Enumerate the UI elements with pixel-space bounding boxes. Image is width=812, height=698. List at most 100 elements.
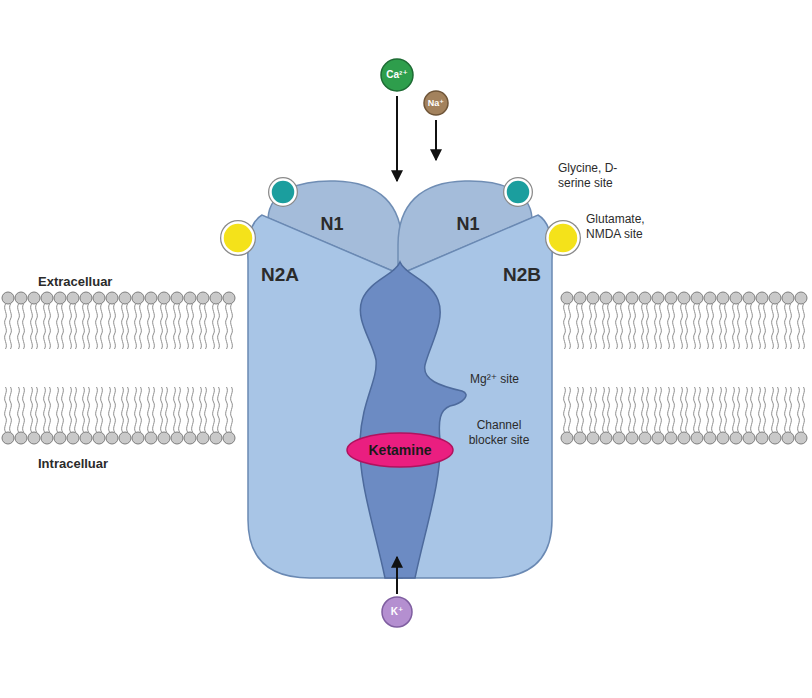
node-shape: [424, 91, 448, 115]
lipid-tail: [57, 387, 59, 432]
lipid-head: [704, 292, 716, 304]
lipid-tail: [231, 387, 233, 432]
lipid-tail: [205, 387, 207, 432]
lipid-tail: [738, 387, 740, 432]
lipid-tail: [114, 387, 116, 432]
lipid-tail: [101, 304, 103, 349]
lipid-tail: [192, 387, 194, 432]
lipid-head: [756, 292, 768, 304]
lipid-head: [782, 432, 794, 444]
lipid-tail: [590, 304, 592, 349]
lipid-head: [587, 292, 599, 304]
lipid-tail: [161, 304, 163, 349]
lipid-tail: [218, 387, 220, 432]
lipid-head: [80, 292, 92, 304]
lipid-head: [587, 432, 599, 444]
lipid-head: [756, 432, 768, 444]
lipid-head: [210, 432, 222, 444]
lipid-head: [743, 292, 755, 304]
lipid-tail: [608, 304, 610, 349]
lipid-head: [561, 292, 573, 304]
lipid-tail: [673, 387, 675, 432]
lipid-head: [626, 432, 638, 444]
lipid-tail: [226, 387, 228, 432]
lipid-head: [80, 432, 92, 444]
lipid-tail: [49, 387, 51, 432]
sodium-influx-arrow: [435, 120, 437, 160]
lipid-tail: [772, 387, 774, 432]
lipid-head: [795, 292, 807, 304]
lipid-head: [54, 432, 66, 444]
lipid-tail: [96, 304, 98, 349]
lipid-head: [132, 292, 144, 304]
lipid-tail: [590, 387, 592, 432]
lipid-tail: [699, 304, 701, 349]
lipid-tail: [564, 304, 566, 349]
lipid-head: [28, 432, 40, 444]
lipid-tail: [44, 304, 46, 349]
lipid-tail: [135, 387, 137, 432]
lipid-tail: [23, 304, 25, 349]
glycine-site: [506, 180, 531, 205]
lipid-tail: [608, 387, 610, 432]
lipid-tail: [634, 387, 636, 432]
lipid-head: [717, 432, 729, 444]
lipid-tail: [582, 387, 584, 432]
node-label: N1: [456, 215, 479, 233]
lipid-tail: [36, 387, 38, 432]
lipid-head: [652, 292, 664, 304]
lipid-tail: [213, 387, 215, 432]
lipid-tail: [174, 387, 176, 432]
lipid-head: [145, 292, 157, 304]
region-label: Intracelluar: [38, 456, 178, 472]
lipid-tail: [790, 304, 792, 349]
lipid-tail: [23, 387, 25, 432]
lipid-head: [769, 432, 781, 444]
lipid-head: [782, 292, 794, 304]
lipid-tail: [57, 304, 59, 349]
lipid-tail: [88, 304, 90, 349]
site-label: Mg²⁺ site: [470, 372, 560, 387]
lipid-tail: [759, 387, 761, 432]
lipid-tail: [668, 304, 670, 349]
lipid-tail: [725, 387, 727, 432]
lipid-tail: [166, 304, 168, 349]
region-label: Extracelluar: [38, 274, 178, 290]
lipid-tail: [135, 304, 137, 349]
lipid-tail: [621, 304, 623, 349]
lipid-tail: [148, 387, 150, 432]
lipid-tail: [777, 387, 779, 432]
lipid-head: [223, 292, 235, 304]
lipid-tail: [174, 304, 176, 349]
lipid-tail: [785, 304, 787, 349]
lipid-tail: [577, 304, 579, 349]
lipid-tail: [764, 387, 766, 432]
lipid-tail: [127, 387, 129, 432]
glutamate-site: [548, 223, 579, 254]
lipid-tail: [192, 304, 194, 349]
node-label: Ketamine: [368, 443, 431, 457]
site-label: Glycine, D-serine site: [558, 161, 646, 191]
lipid-tail: [733, 387, 735, 432]
node-shape: [382, 597, 412, 627]
lipid-tail: [707, 387, 709, 432]
lipid-head: [67, 292, 79, 304]
ketamine-blocker: Ketamine: [346, 432, 454, 468]
lipid-tail: [660, 304, 662, 349]
lipid-tail: [114, 304, 116, 349]
lipid-head: [106, 292, 118, 304]
lipid-tail: [642, 304, 644, 349]
lipid-tail: [70, 304, 72, 349]
lipid-head: [600, 432, 612, 444]
lipid-head: [730, 292, 742, 304]
lipid-tail: [759, 304, 761, 349]
lipid-tail: [218, 304, 220, 349]
lipid-tail: [49, 304, 51, 349]
lipid-tail: [738, 304, 740, 349]
lipid-tail: [200, 304, 202, 349]
lipid-tail: [720, 304, 722, 349]
lipid-tail: [629, 304, 631, 349]
lipid-tail: [109, 304, 111, 349]
